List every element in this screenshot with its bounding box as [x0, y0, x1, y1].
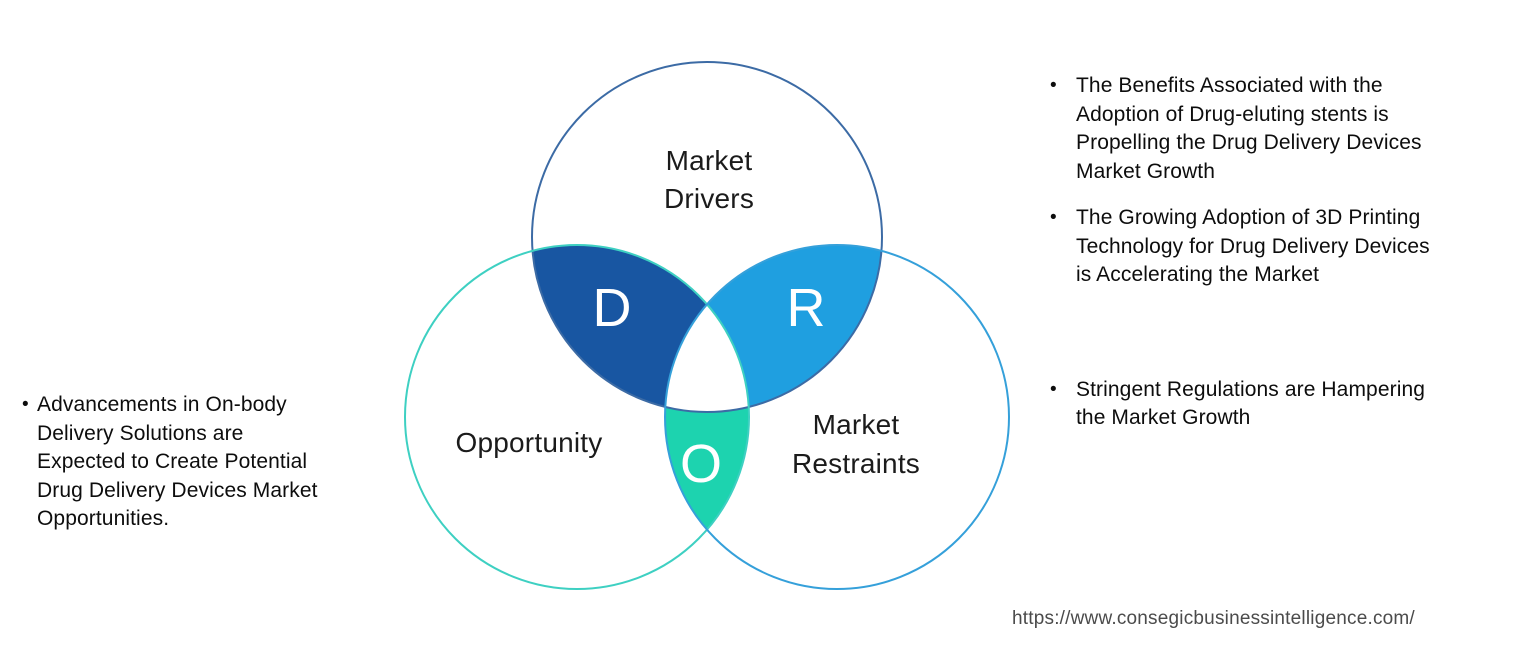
driver-bullet-text-1: The Benefits Associated with the Adoptio… — [1076, 74, 1422, 183]
driver-bullet-text-2: The Growing Adoption of 3D Printing Tech… — [1076, 206, 1430, 286]
restraints-lens-shape — [665, 245, 882, 412]
market-drivers-label: Market Drivers — [663, 145, 755, 214]
opportunity-bullet-text: Advancements in On-body Delivery Solutio… — [37, 393, 318, 530]
bullet-dot-icon: • — [1050, 207, 1057, 228]
drivers-circle-outline — [531, 61, 883, 413]
restraint-bullet-text: Stringent Regulations are Hampering the … — [1076, 377, 1426, 430]
bullet-dot-icon: • — [1050, 378, 1057, 400]
opportunity-letter: O — [679, 434, 722, 494]
driver-bullet-item-1: • The Benefits Associated with the Adopt… — [1050, 72, 1512, 186]
opportunity-circle-outline — [404, 244, 750, 590]
driver-bullet-item-2: • The Growing Adoption of 3D Printing Te… — [1050, 204, 1512, 290]
restraints-circle-outline — [664, 244, 1010, 590]
bullet-dot-icon: • — [1050, 75, 1057, 96]
bullet-dot-icon: • — [22, 394, 29, 415]
source-url: https://www.consegicbusinessintelligence… — [1012, 608, 1415, 629]
drivers-lens-shape — [532, 245, 749, 412]
left-annotation-panel: • Advancements in On-body Delivery Solut… — [22, 391, 382, 534]
market-restraints-label: Market Restraints — [791, 409, 921, 479]
restraint-bullet-item: • Stringent Regulations are Hampering th… — [1050, 376, 1512, 433]
drivers-letter: D — [592, 278, 632, 338]
opportunity-label: Opportunity — [455, 427, 603, 458]
opportunity-bullet-item: • Advancements in On-body Delivery Solut… — [22, 391, 382, 534]
right-annotation-panel: • The Benefits Associated with the Adopt… — [1050, 72, 1512, 433]
restraints-letter: R — [786, 278, 826, 338]
